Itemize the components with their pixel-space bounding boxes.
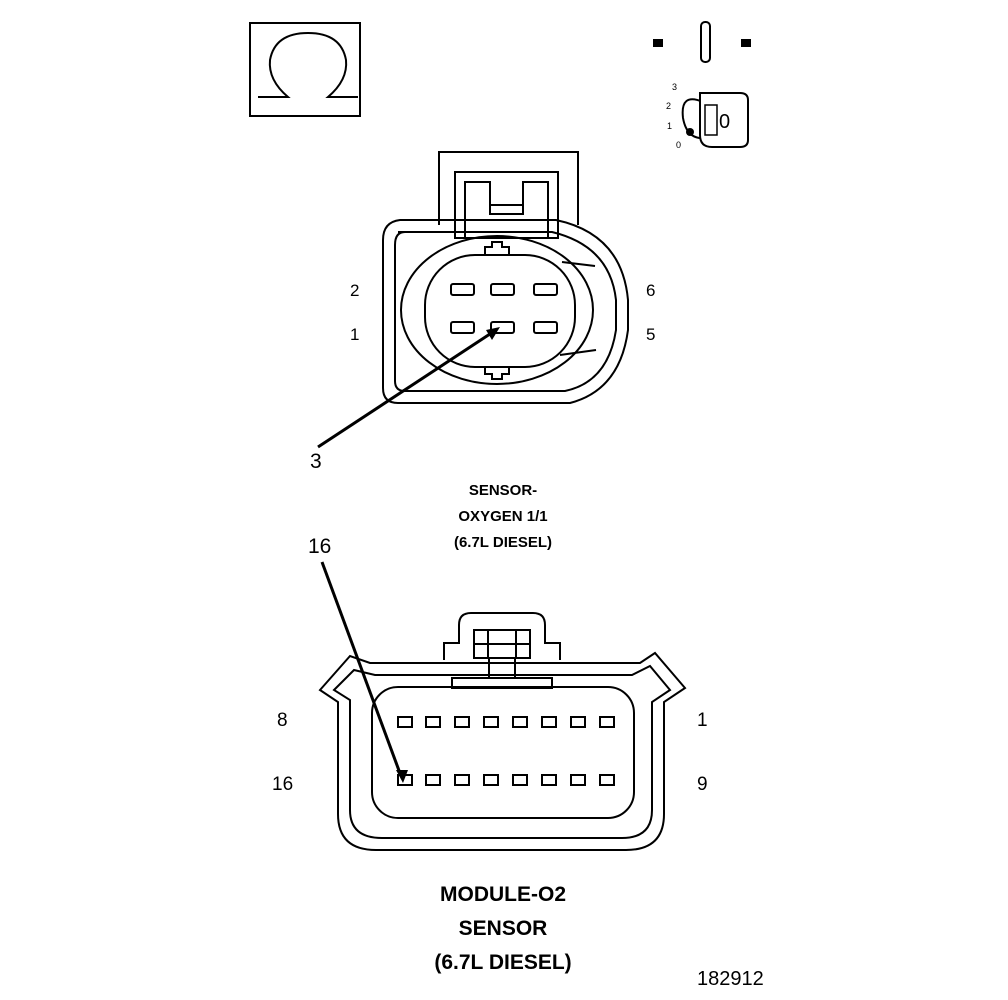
module-callout-number: 16	[308, 535, 332, 558]
omega-icon	[249, 22, 361, 117]
module-caption-line: (6.7L DIESEL)	[434, 951, 572, 974]
sensor-pin-label-5: 5	[646, 325, 656, 344]
sensor-pin-label-1: 1	[350, 325, 360, 344]
sensor-caption-line: SENSOR-	[468, 482, 538, 499]
sensor-caption-line: (6.7L DIESEL)	[453, 534, 553, 551]
ignition-position-2: 2	[666, 101, 671, 111]
module-caption-line: MODULE-O2	[440, 883, 566, 906]
module-pin-row-top	[397, 716, 615, 728]
sensor-caption: SENSOR- OXYGEN 1/1 (6.7L DIESEL)	[393, 478, 613, 556]
ignition-key-icon: 3 2 1 0 0	[653, 21, 751, 150]
module-callout-leader	[320, 561, 408, 783]
sensor-pin-label-2: 2	[350, 281, 360, 300]
ignition-position-1: 1	[667, 121, 672, 131]
sensor-callout-number: 3	[310, 450, 322, 473]
sensor-pin-label-6: 6	[646, 281, 656, 300]
module-pin-row-bottom	[397, 774, 615, 786]
module-pin-label-8: 8	[277, 710, 288, 731]
figure-id: 182912	[697, 968, 764, 990]
ignition-position-3: 3	[672, 82, 677, 92]
module-pin-label-16: 16	[272, 774, 294, 795]
module-pin-label-9: 9	[697, 774, 708, 795]
sensor-caption-line: OXYGEN 1/1	[458, 508, 548, 525]
ignition-key-letter: 0	[719, 111, 730, 133]
module-caption-line: SENSOR	[458, 917, 548, 940]
module-caption: MODULE-O2 SENSOR (6.7L DIESEL)	[373, 878, 633, 980]
sensor-connector	[382, 151, 629, 404]
ignition-position-0: 0	[676, 140, 681, 150]
module-connector	[318, 612, 687, 851]
module-pin-label-1: 1	[697, 710, 708, 731]
sensor-callout-leader	[317, 327, 500, 449]
